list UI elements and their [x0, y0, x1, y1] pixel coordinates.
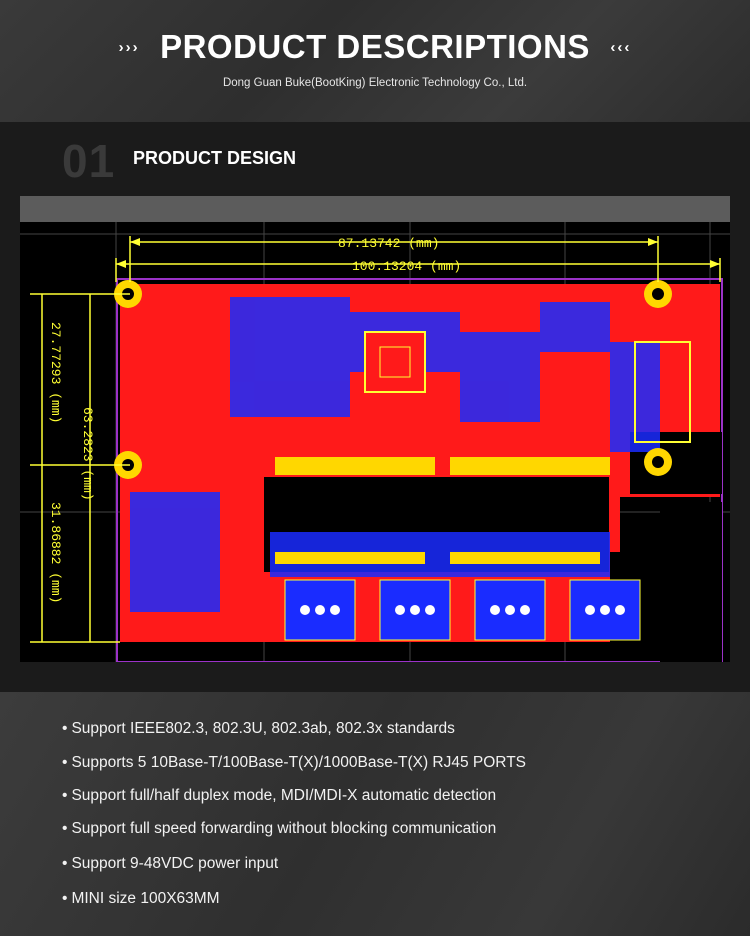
pcb-drawing: 87.13742 (mm) 100.13204 (mm) 27.77293 (m…	[20, 222, 730, 663]
dim-top-inner-label: 87.13742 (mm)	[338, 236, 439, 251]
features-section: •Support IEEE802.3, 802.3U, 802.3ab, 802…	[0, 692, 750, 936]
main-chip-core	[379, 346, 411, 378]
bullet: •	[62, 820, 68, 837]
feature-item: •Supports 5 10Base-T/100Base-T(X)/1000Ba…	[62, 754, 526, 772]
product-design-section: 01 PRODUCT DESIGN	[0, 122, 750, 692]
bullet: •	[62, 855, 68, 872]
power-connector	[634, 341, 691, 443]
dimension-arrows	[116, 238, 720, 268]
header-title-row: ››› PRODUCT DESCRIPTIONS ‹‹‹	[0, 28, 750, 66]
bullet: •	[62, 787, 68, 804]
feature-item: •MINI size 100X63MM	[62, 890, 220, 908]
pin-headers	[275, 457, 610, 564]
board-edge	[660, 502, 722, 662]
header-banner: ››› PRODUCT DESCRIPTIONS ‹‹‹ Dong Guan B…	[0, 0, 750, 122]
feature-text: Support full speed forwarding without bl…	[71, 820, 497, 837]
dim-top-outer-label: 100.13204 (mm)	[352, 259, 461, 274]
feature-item: •Support IEEE802.3, 802.3U, 802.3ab, 802…	[62, 720, 455, 738]
section-number: 01	[62, 135, 116, 187]
feature-item: •Support full/half duplex mode, MDI/MDI-…	[62, 787, 496, 805]
dimension-lines	[30, 236, 721, 643]
feature-text: Supports 5 10Base-T/100Base-T(X)/1000Bas…	[71, 754, 527, 771]
dim-left-lower-label: 31.86882 (mm)	[48, 502, 63, 603]
port-pads	[300, 605, 625, 615]
divider-bar	[20, 196, 730, 222]
section-title: PRODUCT DESIGN	[133, 148, 297, 168]
bullet: •	[62, 754, 68, 771]
feature-item: •Support 9-48VDC power input	[62, 855, 278, 873]
main-chip	[364, 331, 426, 393]
dim-left-upper-label: 27.77293 (mm)	[48, 322, 63, 423]
feature-item: •Support full speed forwarding without b…	[62, 820, 496, 838]
pcb-layout-image: 87.13742 (mm) 100.13204 (mm) 27.77293 (m…	[20, 222, 730, 663]
company-name: Dong Guan Buke(BootKing) Electronic Tech…	[222, 77, 528, 89]
page-title: PRODUCT DESCRIPTIONS	[160, 28, 590, 65]
feature-text: MINI size 100X63MM	[71, 890, 220, 907]
bullet: •	[62, 720, 68, 737]
chevron-right-icon: ›››	[118, 38, 140, 56]
chevron-left-icon: ‹‹‹	[610, 38, 632, 56]
feature-text: Support 9-48VDC power input	[71, 855, 279, 872]
dim-left-total-label: 63.2823 (mm)	[80, 407, 95, 501]
feature-text: Support full/half duplex mode, MDI/MDI-X…	[71, 787, 497, 804]
feature-text: Support IEEE802.3, 802.3U, 802.3ab, 802.…	[71, 720, 455, 737]
bullet: •	[62, 890, 68, 907]
